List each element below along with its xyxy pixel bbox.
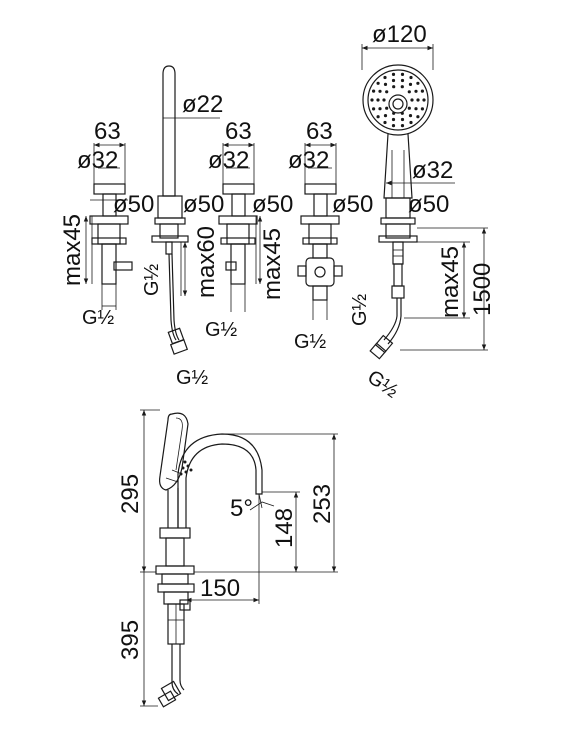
thread-g-c: G½ bbox=[205, 319, 238, 341]
nozzle-dot bbox=[409, 75, 413, 80]
nozzle-dot bbox=[400, 124, 405, 128]
nozzle-dot bbox=[376, 81, 380, 85]
thread-g-d: G½ bbox=[294, 331, 327, 353]
nozzle-dot bbox=[416, 81, 420, 85]
nozzle-dot bbox=[376, 115, 380, 119]
nozzle-dot bbox=[378, 89, 382, 93]
spout-top bbox=[151, 65, 220, 355]
dim-max60: max60 bbox=[193, 226, 220, 298]
nozzle-dot bbox=[370, 98, 374, 102]
dim-295: 295 bbox=[117, 474, 144, 514]
dim-395: 395 bbox=[117, 620, 144, 660]
dim-max45-c: max45 bbox=[437, 246, 464, 318]
nozzle-dot bbox=[383, 75, 387, 80]
nozzle-dot bbox=[391, 117, 396, 122]
nozzle-dot bbox=[420, 89, 424, 93]
dim-d120: ø120 bbox=[372, 21, 427, 48]
nozzle-dot bbox=[391, 72, 396, 76]
nozzle-dot bbox=[383, 120, 387, 125]
nozzle-dot bbox=[407, 90, 411, 94]
nozzle-dot bbox=[400, 78, 405, 83]
dim-d50-e: ø50 bbox=[408, 191, 449, 218]
nozzle-dot bbox=[408, 82, 413, 86]
nozzle-dot bbox=[391, 124, 396, 128]
thread-g-c-side: G½ bbox=[349, 293, 371, 326]
thread-g-e: G½ bbox=[363, 366, 402, 403]
nozzle-dot bbox=[416, 115, 420, 119]
nozzle-dot bbox=[376, 98, 380, 102]
nozzle-dot bbox=[400, 72, 405, 76]
nozzle-dot bbox=[372, 89, 376, 93]
valve-2 bbox=[218, 142, 263, 312]
shower-nozzles bbox=[370, 72, 426, 128]
nozzle-dot bbox=[409, 120, 413, 125]
nozzle-dot bbox=[382, 98, 386, 102]
nozzle-dot bbox=[383, 82, 388, 86]
side-view-labels: 295 253 148 5° 150 395 bbox=[117, 474, 336, 660]
nozzle-dot bbox=[378, 107, 382, 111]
nozzle-dot bbox=[392, 85, 396, 89]
thread-g-b: G½ bbox=[176, 367, 209, 389]
dim-angle-5: 5° bbox=[230, 495, 253, 522]
dim-63-c: 63 bbox=[306, 118, 333, 145]
hand-shower bbox=[361, 44, 488, 360]
dim-d32-a: ø32 bbox=[77, 147, 118, 174]
dim-150: 150 bbox=[200, 575, 240, 602]
nozzle-dot bbox=[414, 89, 418, 93]
dim-d50-c: ø50 bbox=[252, 191, 293, 218]
dim-d50-b: ø50 bbox=[183, 191, 224, 218]
nozzle-dot bbox=[383, 114, 388, 118]
dim-d50-a: ø50 bbox=[113, 191, 154, 218]
nozzle-dot bbox=[422, 98, 426, 102]
top-view-labels: 63 63 63 ø32 ø32 ø32 ø32 ø22 ø120 ø50 ø5… bbox=[59, 21, 496, 403]
dim-253: 253 bbox=[309, 484, 336, 524]
nozzle-dot bbox=[385, 90, 389, 94]
nozzle-dot bbox=[400, 85, 404, 89]
valve-1 bbox=[83, 142, 133, 310]
dim-d32-c: ø32 bbox=[288, 147, 329, 174]
nozzle-dot bbox=[420, 107, 424, 111]
spout-dots bbox=[179, 460, 193, 476]
thread-g-a-side: G½ bbox=[141, 263, 163, 296]
dim-63-a: 63 bbox=[94, 118, 121, 145]
thread-g-a: G½ bbox=[82, 307, 115, 329]
dim-d22: ø22 bbox=[182, 91, 223, 118]
nozzle-dot bbox=[414, 107, 418, 111]
dim-1500: 1500 bbox=[469, 263, 496, 316]
nozzle-dot bbox=[407, 106, 411, 110]
dim-d32-b: ø32 bbox=[208, 147, 249, 174]
dim-max45-b: max45 bbox=[259, 228, 286, 300]
nozzle-dot bbox=[400, 117, 405, 122]
dim-63-b: 63 bbox=[225, 118, 252, 145]
nozzle-dot bbox=[385, 106, 389, 110]
dim-d32-shower: ø32 bbox=[412, 157, 453, 184]
side-view bbox=[140, 409, 338, 708]
nozzle-dot bbox=[410, 98, 414, 102]
dim-d50-d: ø50 bbox=[332, 191, 373, 218]
nozzle-dot bbox=[408, 114, 413, 118]
nozzle-dot bbox=[391, 78, 396, 83]
dim-148: 148 bbox=[271, 508, 298, 548]
nozzle-dot bbox=[372, 107, 376, 111]
dim-max45-a: max45 bbox=[59, 214, 86, 286]
diverter bbox=[297, 142, 343, 320]
nozzle-dot bbox=[416, 98, 420, 102]
